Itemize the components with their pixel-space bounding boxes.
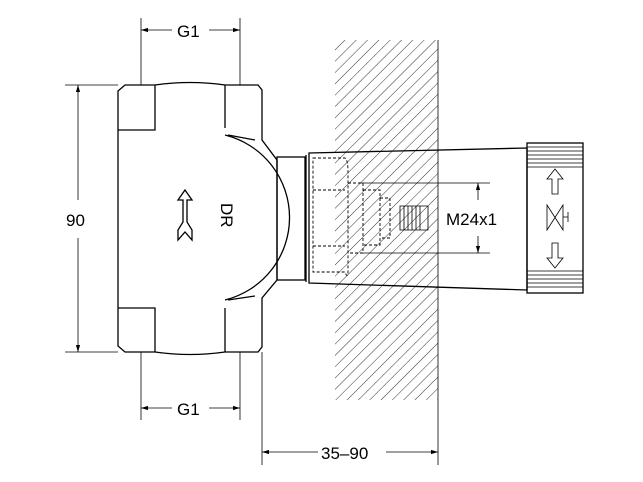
valve-body: DR — [117, 81, 291, 356]
flow-arrow-icon — [176, 188, 194, 242]
open-arrow-icon — [546, 168, 564, 195]
height-label: 90 — [66, 211, 85, 230]
dimension-bottom-g1: G1 — [140, 352, 241, 420]
bottom-g1-label: G1 — [177, 400, 200, 419]
wall-section — [335, 40, 439, 465]
dimension-height: 90 — [65, 84, 118, 353]
outlet-thread-label: M24x1 — [446, 210, 497, 229]
body-marking: DR — [217, 203, 236, 228]
wall-depth-label: 35–90 — [321, 444, 368, 463]
top-g1-label: G1 — [177, 22, 200, 41]
dimension-top-g1: G1 — [140, 18, 241, 85]
dimension-wall-depth: 35–90 — [261, 352, 438, 465]
neck — [276, 156, 306, 281]
close-arrow-icon — [546, 242, 564, 269]
valve-symbol-icon — [546, 203, 569, 232]
cap-nut — [526, 142, 584, 294]
